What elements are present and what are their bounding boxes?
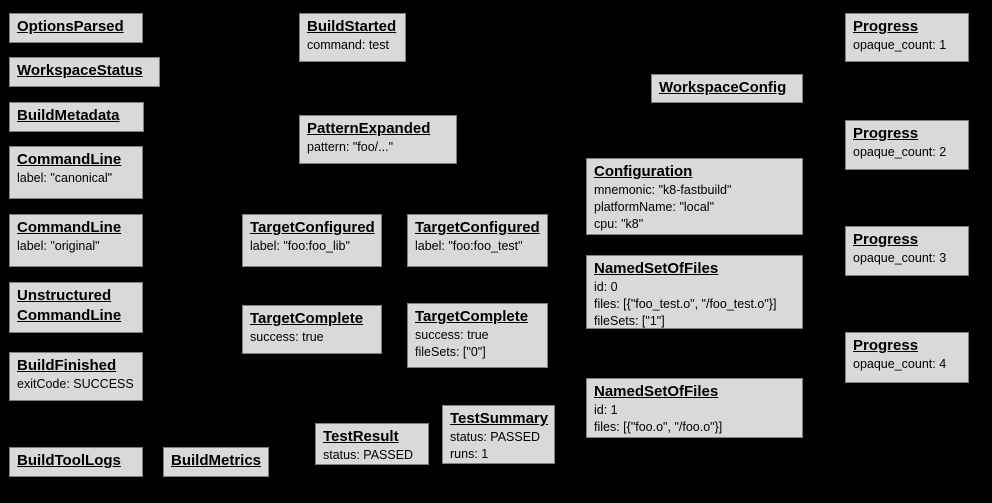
node-detail: opaque_count: 4 <box>853 357 947 371</box>
node-detail: status: PASSED <box>323 448 414 462</box>
node-command-line-original: CommandLine label: "original" <box>9 214 143 267</box>
node-detail: label: "foo:foo_lib" <box>250 239 350 253</box>
node-build-started: BuildStarted command: test <box>299 13 406 62</box>
node-progress-1: Progress opaque_count: 1 <box>845 13 969 62</box>
node-configuration: Configuration mnemonic: "k8-fastbuild" pla… <box>586 158 803 235</box>
node-command-line-canonical: CommandLine label: "canonical" <box>9 146 143 199</box>
node-title: BuildMetrics <box>171 452 262 469</box>
node-title: TestResult <box>323 428 399 445</box>
node-detail: pattern: "foo/..." <box>307 140 394 154</box>
node-build-finished: BuildFinished exitCode: SUCCESS <box>9 352 143 401</box>
node-options-parsed: OptionsParsed <box>9 13 143 43</box>
node-detail: exitCode: SUCCESS <box>17 377 134 391</box>
node-build-metadata: BuildMetadata <box>9 102 144 132</box>
node-detail: runs: 1 <box>450 447 489 461</box>
node-detail: opaque_count: 2 <box>853 145 947 159</box>
node-detail: mnemonic: "k8-fastbuild" <box>594 183 732 197</box>
node-detail: status: PASSED <box>450 430 541 444</box>
node-progress-4: Progress opaque_count: 4 <box>845 332 969 383</box>
node-detail: label: "foo:foo_test" <box>415 239 523 253</box>
node-title: OptionsParsed <box>17 18 124 35</box>
node-title: BuildToolLogs <box>17 452 121 469</box>
node-title: BuildFinished <box>17 357 117 374</box>
node-test-result: TestResult status: PASSED <box>315 423 429 465</box>
node-detail: success: true <box>250 330 324 344</box>
node-target-complete-test: TargetComplete success: true fileSets: ["0… <box>407 303 548 368</box>
node-title: Progress <box>853 231 919 248</box>
node-title: WorkspaceConfig <box>659 79 787 96</box>
node-title: PatternExpanded <box>307 120 431 137</box>
node-progress-3: Progress opaque_count: 3 <box>845 226 969 276</box>
node-title: TargetConfigured <box>415 219 540 236</box>
node-title: TargetConfigured <box>250 219 375 236</box>
node-target-configured-foo-test: TargetConfigured label: "foo:foo_test" <box>407 214 548 267</box>
node-build-metrics: BuildMetrics <box>163 447 269 477</box>
node-title: Configuration <box>594 163 693 180</box>
node-title: Progress <box>853 18 919 35</box>
node-title: Progress <box>853 337 919 354</box>
node-workspace-status: WorkspaceStatus <box>9 57 160 87</box>
node-detail: files: [{"foo_test.o", "/foo_test.o"}] <box>594 297 777 311</box>
node-progress-2: Progress opaque_count: 2 <box>845 120 969 170</box>
node-detail: fileSets: ["1"] <box>594 314 665 328</box>
node-detail: success: true <box>415 328 489 342</box>
node-target-configured-foo-lib: TargetConfigured label: "foo:foo_lib" <box>242 214 382 267</box>
node-pattern-expanded: PatternExpanded pattern: "foo/..." <box>299 115 457 164</box>
node-detail: label: "original" <box>17 239 100 253</box>
node-detail: id: 0 <box>594 280 618 294</box>
node-detail: opaque_count: 1 <box>853 38 947 52</box>
node-title: BuildStarted <box>307 18 397 35</box>
node-detail: id: 1 <box>594 403 618 417</box>
node-named-set-of-files-1: NamedSetOfFiles id: 1 files: [{"foo.o", "/… <box>586 378 803 438</box>
node-detail: cpu: "k8" <box>594 217 644 231</box>
node-title: TargetComplete <box>415 308 529 325</box>
node-title: TestSummary <box>450 410 549 427</box>
node-title: NamedSetOfFiles <box>594 260 719 277</box>
node-detail: opaque_count: 3 <box>853 251 947 265</box>
node-detail: label: "canonical" <box>17 171 113 185</box>
node-target-complete-lib: TargetComplete success: true <box>242 305 382 354</box>
node-title: WorkspaceStatus <box>17 62 143 79</box>
node-named-set-of-files-0: NamedSetOfFiles id: 0 files: [{"foo_test.o… <box>586 255 803 329</box>
node-title: TargetComplete <box>250 310 364 327</box>
node-detail: command: test <box>307 38 389 52</box>
node-title: CommandLine <box>17 219 122 236</box>
node-test-summary: TestSummary status: PASSED runs: 1 <box>442 405 555 464</box>
node-title: NamedSetOfFiles <box>594 383 719 400</box>
node-unstructured-command-line: Unstructured CommandLine <box>9 282 143 333</box>
node-detail: platformName: "local" <box>594 200 715 214</box>
node-build-tool-logs: BuildToolLogs <box>9 447 143 477</box>
node-title: CommandLine <box>17 151 122 168</box>
node-title: BuildMetadata <box>17 107 120 124</box>
node-detail: fileSets: ["0"] <box>415 345 486 359</box>
node-title: Unstructured CommandLine <box>17 287 122 324</box>
node-workspace-config: WorkspaceConfig <box>651 74 803 103</box>
node-detail: files: [{"foo.o", "/foo.o"}] <box>594 420 723 434</box>
node-title: Progress <box>853 125 919 142</box>
